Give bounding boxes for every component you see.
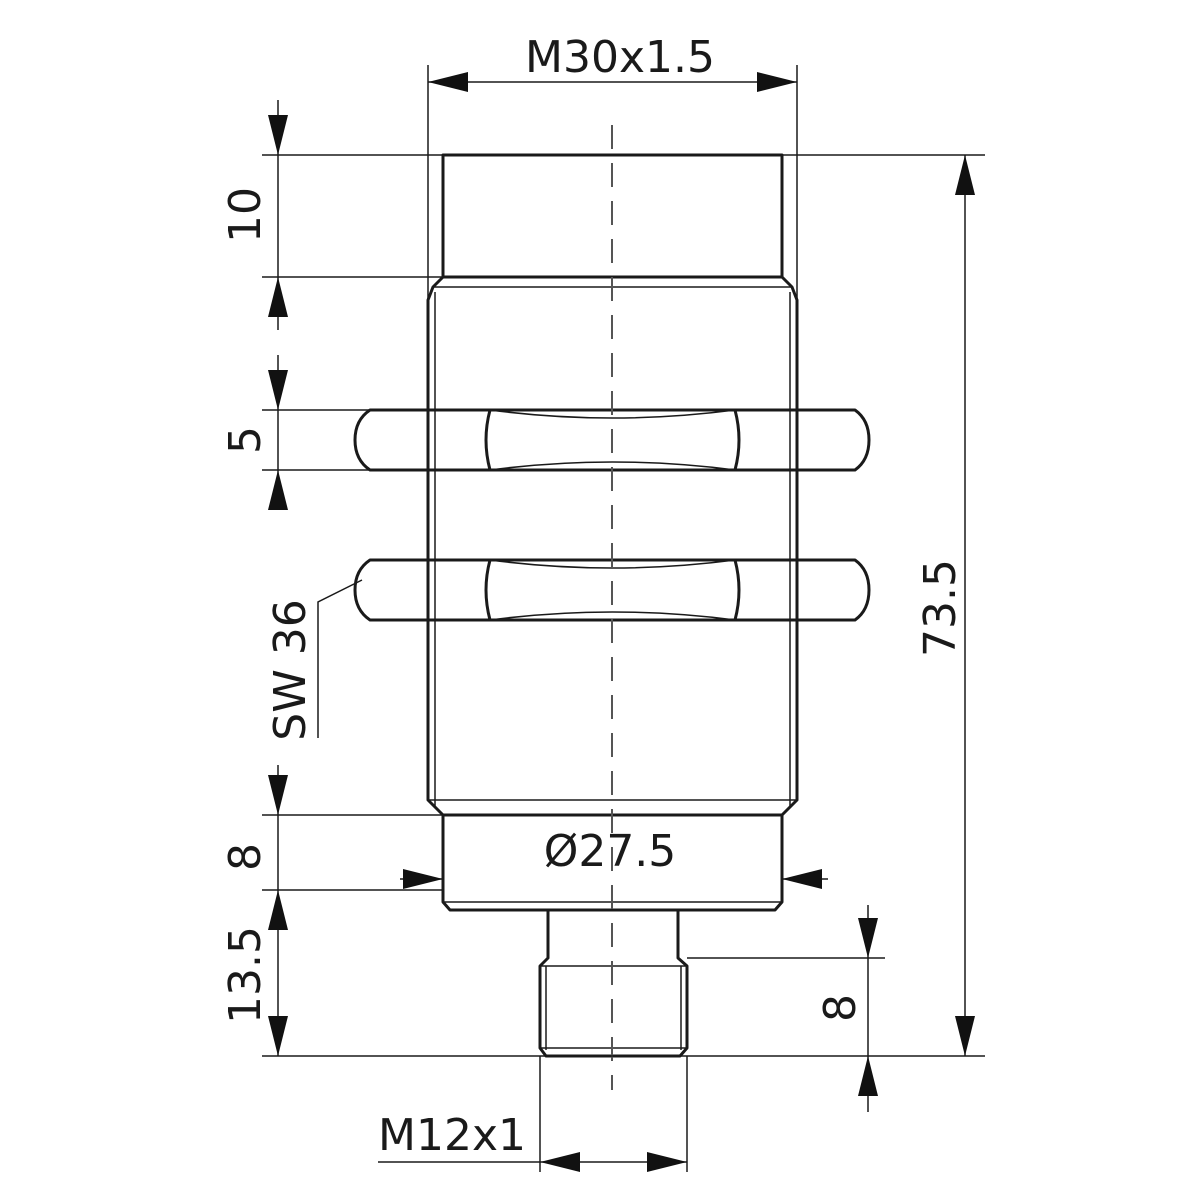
dim-total-length	[955, 155, 975, 1056]
label-collar-diameter: Ø27.5	[544, 826, 677, 877]
dim-connector-thread	[858, 905, 878, 1112]
hex-nut-upper	[353, 408, 871, 472]
label-height-top: 10	[220, 187, 271, 243]
dim-collar-height	[268, 765, 288, 1056]
label-connector-thread: 8	[815, 994, 866, 1022]
dim-thread-connector	[378, 1152, 687, 1172]
label-thread-connector: M12x1	[378, 1110, 526, 1161]
label-collar-height: 8	[220, 843, 271, 871]
dim-collar-diameter	[400, 869, 828, 889]
label-total-length: 73.5	[915, 559, 966, 657]
label-nut-height: 5	[220, 426, 271, 454]
extension-lines	[262, 65, 985, 1172]
dim-height-top	[268, 100, 288, 330]
label-wrench-size: SW 36	[265, 599, 316, 740]
dim-wrench-leader	[317, 579, 363, 738]
dim-thread-main	[428, 72, 797, 92]
label-connector-length: 13.5	[220, 926, 271, 1024]
label-thread-main: M30x1.5	[525, 32, 715, 83]
dim-nut-height	[268, 355, 288, 510]
hex-nut-lower	[353, 558, 871, 622]
